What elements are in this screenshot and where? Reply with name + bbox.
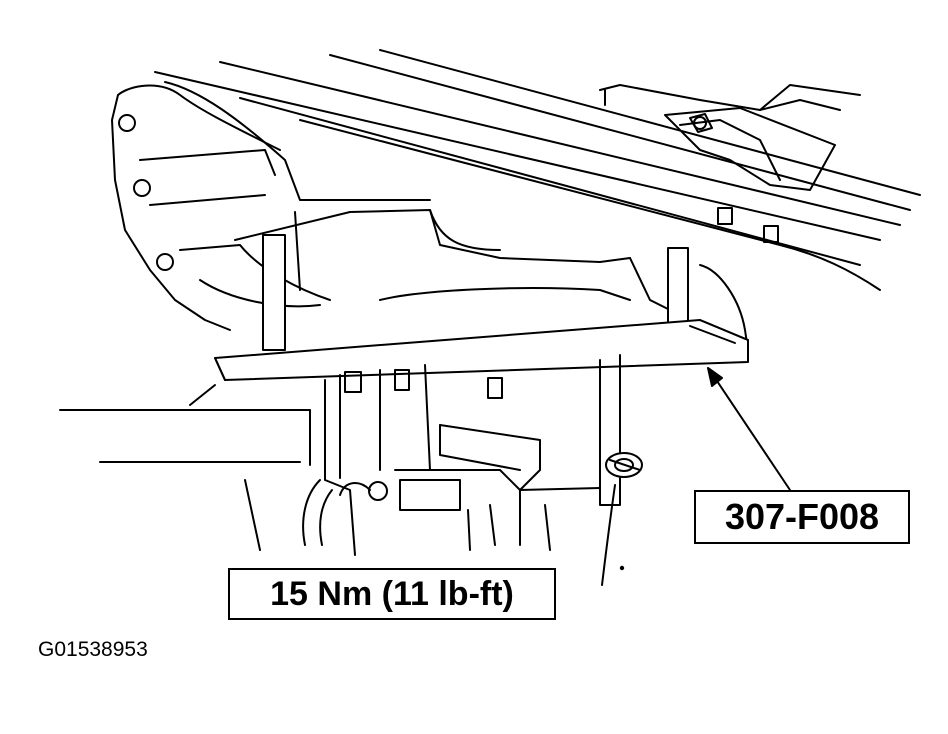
- tool-leader-arrow: [707, 367, 791, 491]
- figure-id: G01538953: [38, 638, 148, 661]
- tool-number-callout: 307-F008: [694, 490, 910, 544]
- tool-number-label: 307-F008: [724, 496, 880, 537]
- ink-speck: [619, 565, 625, 571]
- tool-crossbar: [214, 319, 749, 381]
- torque-spec-label: 15 Nm (11 lb-ft): [270, 574, 514, 613]
- transmission-case: [164, 81, 749, 351]
- upper-mount-bracket: [664, 107, 836, 243]
- torque-spec-callout: 15 Nm (11 lb-ft): [228, 568, 556, 620]
- lower-mount-assembly: [244, 354, 621, 556]
- engine-block-outline: [111, 84, 331, 331]
- frame-rails: [154, 49, 921, 291]
- mount-bolt: [601, 452, 643, 586]
- subframe-left: [59, 384, 311, 466]
